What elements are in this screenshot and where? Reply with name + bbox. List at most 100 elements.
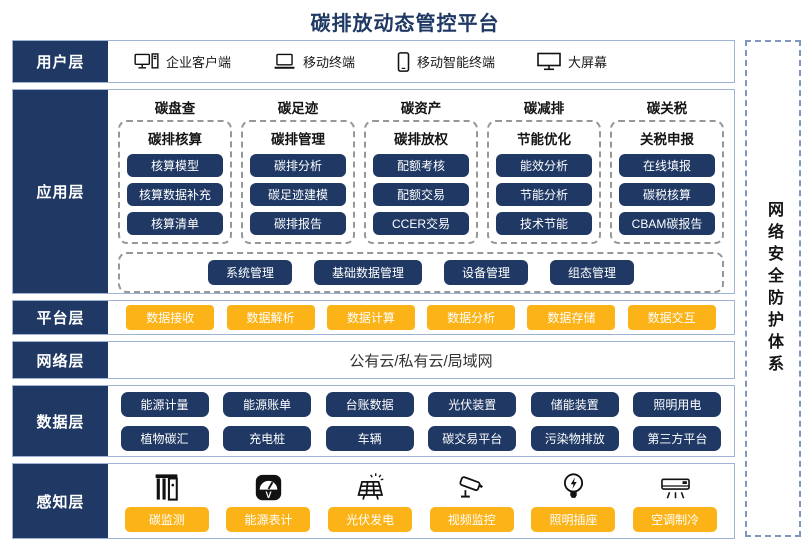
app-column-box: 节能优化 能效分析 节能分析 技术节能 xyxy=(487,120,601,244)
app-chip: 碳足迹建模 xyxy=(250,183,346,206)
perception-chip: 碳监测 xyxy=(124,507,209,532)
big-screen-icon xyxy=(537,52,561,71)
network-layer-text: 公有云/私有云/局域网 xyxy=(349,352,493,370)
app-column-carbon-footprint: 碳足迹 碳排管理 碳排分析 碳足迹建模 碳排报告 xyxy=(241,97,355,244)
data-chip: 碳交易平台 xyxy=(428,425,517,451)
app-column-box: 碳排管理 碳排分析 碳足迹建模 碳排报告 xyxy=(241,120,355,244)
svg-text:V: V xyxy=(265,490,271,500)
user-item-label: 大屏幕 xyxy=(568,55,608,70)
app-chip: 碳排分析 xyxy=(250,154,346,177)
app-column-box: 碳排放权 配额考核 配额交易 CCER交易 xyxy=(364,120,478,244)
app-column-box: 碳排核算 核算模型 核算数据补充 核算清单 xyxy=(118,120,232,244)
app-chip: 配额交易 xyxy=(373,183,469,206)
app-chip: CBAM碳报告 xyxy=(619,212,715,235)
user-item-label: 企业客户端 xyxy=(166,55,232,70)
app-column-header: 碳资产 xyxy=(400,101,442,116)
app-column-subheader: 节能优化 xyxy=(517,132,571,147)
platform-chip: 数据计算 xyxy=(326,305,415,330)
data-chip: 充电桩 xyxy=(223,425,312,451)
management-box: 系统管理 基础数据管理 设备管理 组态管理 xyxy=(118,252,724,293)
smartphone-icon xyxy=(397,51,410,72)
carbon-monitor-icon xyxy=(152,468,181,502)
desktop-pc-icon xyxy=(134,53,159,70)
app-column-header: 碳足迹 xyxy=(277,101,319,116)
app-column-carbon-asset: 碳资产 碳排放权 配额考核 配额交易 CCER交易 xyxy=(364,97,478,244)
network-layer: 网络层 公有云/私有云/局域网 xyxy=(12,341,735,379)
data-layer-content: 能源计量 能源账单 台账数据 光伏装置 储能装置 照明用电 植物碳汇 充电桩 车… xyxy=(108,386,734,456)
app-chip: 核算清单 xyxy=(127,212,223,235)
app-column-carbon-reduction: 碳减排 节能优化 能效分析 节能分析 技术节能 xyxy=(487,97,601,244)
application-columns: 碳盘查 碳排核算 核算模型 核算数据补充 核算清单 碳足迹 碳排管理 碳排分析 xyxy=(118,97,724,244)
perception-layer-label: 感知层 xyxy=(13,464,108,538)
app-column-header: 碳关税 xyxy=(646,101,688,116)
data-chip: 能源账单 xyxy=(223,391,312,417)
perception-item: 碳监测 xyxy=(116,468,218,532)
perception-chip: 照明插座 xyxy=(531,507,616,532)
app-chip: 配额考核 xyxy=(373,154,469,177)
management-chip: 基础数据管理 xyxy=(313,260,422,285)
perception-chip: 视频监控 xyxy=(429,507,514,532)
app-chip: 核算模型 xyxy=(127,154,223,177)
app-column-carbon-inventory: 碳盘查 碳排核算 核算模型 核算数据补充 核算清单 xyxy=(118,97,232,244)
perception-chip: 光伏发电 xyxy=(328,507,413,532)
user-item: 移动终端 xyxy=(273,52,355,71)
app-column-carbon-tariff: 碳关税 关税申报 在线填报 碳税核算 CBAM碳报告 xyxy=(610,97,724,244)
app-chip: 节能分析 xyxy=(496,183,592,206)
laptop-icon xyxy=(273,53,296,70)
user-item-label: 移动终端 xyxy=(303,55,356,70)
solar-panel-icon-item: 光伏发电 xyxy=(319,468,421,532)
data-chip: 能源计量 xyxy=(120,391,209,417)
page-title: 碳排放动态管控平台 xyxy=(310,13,500,35)
app-column-header: 碳盘查 xyxy=(154,101,196,116)
user-item-label: 移动智能终端 xyxy=(417,55,496,70)
air-conditioner-icon xyxy=(659,468,692,502)
user-item: 企业客户端 xyxy=(134,52,231,71)
perception-chip: 空调制冷 xyxy=(633,507,718,532)
app-column-subheader: 碳排管理 xyxy=(271,132,325,147)
network-layer-label: 网络层 xyxy=(13,342,108,378)
app-chip: 核算数据补充 xyxy=(127,183,223,206)
data-chip: 照明用电 xyxy=(633,391,722,417)
app-column-header: 碳减排 xyxy=(523,101,565,116)
perception-chip: 能源表计 xyxy=(226,507,311,532)
perception-item: V 能源表计 xyxy=(218,468,320,532)
application-layer: 应用层 碳盘查 碳排核算 核算模型 核算数据补充 核算清单 碳足迹 xyxy=(12,89,735,294)
platform-chip: 数据接收 xyxy=(126,305,215,330)
platform-chip: 数据存储 xyxy=(527,305,616,330)
user-item: 大屏幕 xyxy=(537,52,607,71)
user-layer: 用户层 企业客户端 xyxy=(12,40,735,83)
data-chip: 储能装置 xyxy=(530,391,619,417)
platform-chip: 数据交互 xyxy=(627,305,716,330)
data-chip: 第三方平台 xyxy=(633,425,722,451)
app-chip: 碳排报告 xyxy=(250,212,346,235)
app-column-box: 关税申报 在线填报 碳税核算 CBAM碳报告 xyxy=(610,120,724,244)
application-layer-content: 碳盘查 碳排核算 核算模型 核算数据补充 核算清单 碳足迹 碳排管理 碳排分析 xyxy=(108,90,734,293)
perception-layer: 感知层 碳监测 xyxy=(12,463,735,539)
cctv-camera-icon-item: 视频监控 xyxy=(421,468,523,532)
management-chip: 系统管理 xyxy=(207,260,292,285)
platform-chip: 数据解析 xyxy=(226,305,315,330)
platform-layer-content: 数据接收 数据解析 数据计算 数据分析 数据存储 数据交互 xyxy=(108,301,734,334)
data-chip: 台账数据 xyxy=(325,391,414,417)
platform-layer-label: 平台层 xyxy=(13,301,108,334)
data-layer: 数据层 能源计量 能源账单 台账数据 光伏装置 储能装置 照明用电 植物碳汇 充… xyxy=(12,385,735,457)
app-chip: 能效分析 xyxy=(496,154,592,177)
layer-stack: 用户层 企业客户端 xyxy=(12,40,735,539)
security-sidebar-text: 网络安全防护体系 xyxy=(765,200,782,377)
user-layer-content: 企业客户端 移动终端 xyxy=(108,41,734,82)
energy-meter-icon: V xyxy=(254,468,283,502)
application-layer-label: 应用层 xyxy=(13,90,108,293)
platform-chip: 数据分析 xyxy=(427,305,516,330)
app-chip: 在线填报 xyxy=(619,154,715,177)
data-chip: 植物碳汇 xyxy=(120,425,209,451)
data-chip: 污染物排放 xyxy=(530,425,619,451)
perception-layer-content: 碳监测 V 能源表计 xyxy=(108,464,734,538)
platform-layer: 平台层 数据接收 数据解析 数据计算 数据分析 数据存储 数据交互 xyxy=(12,300,735,335)
light-bulb-icon-item: 照明插座 xyxy=(523,468,625,532)
data-chip: 光伏装置 xyxy=(428,391,517,417)
app-column-subheader: 碳排核算 xyxy=(148,132,202,147)
solar-panel-icon xyxy=(354,468,386,502)
air-conditioner-icon-item: 空调制冷 xyxy=(624,468,726,532)
user-item: 移动智能终端 xyxy=(397,51,496,72)
